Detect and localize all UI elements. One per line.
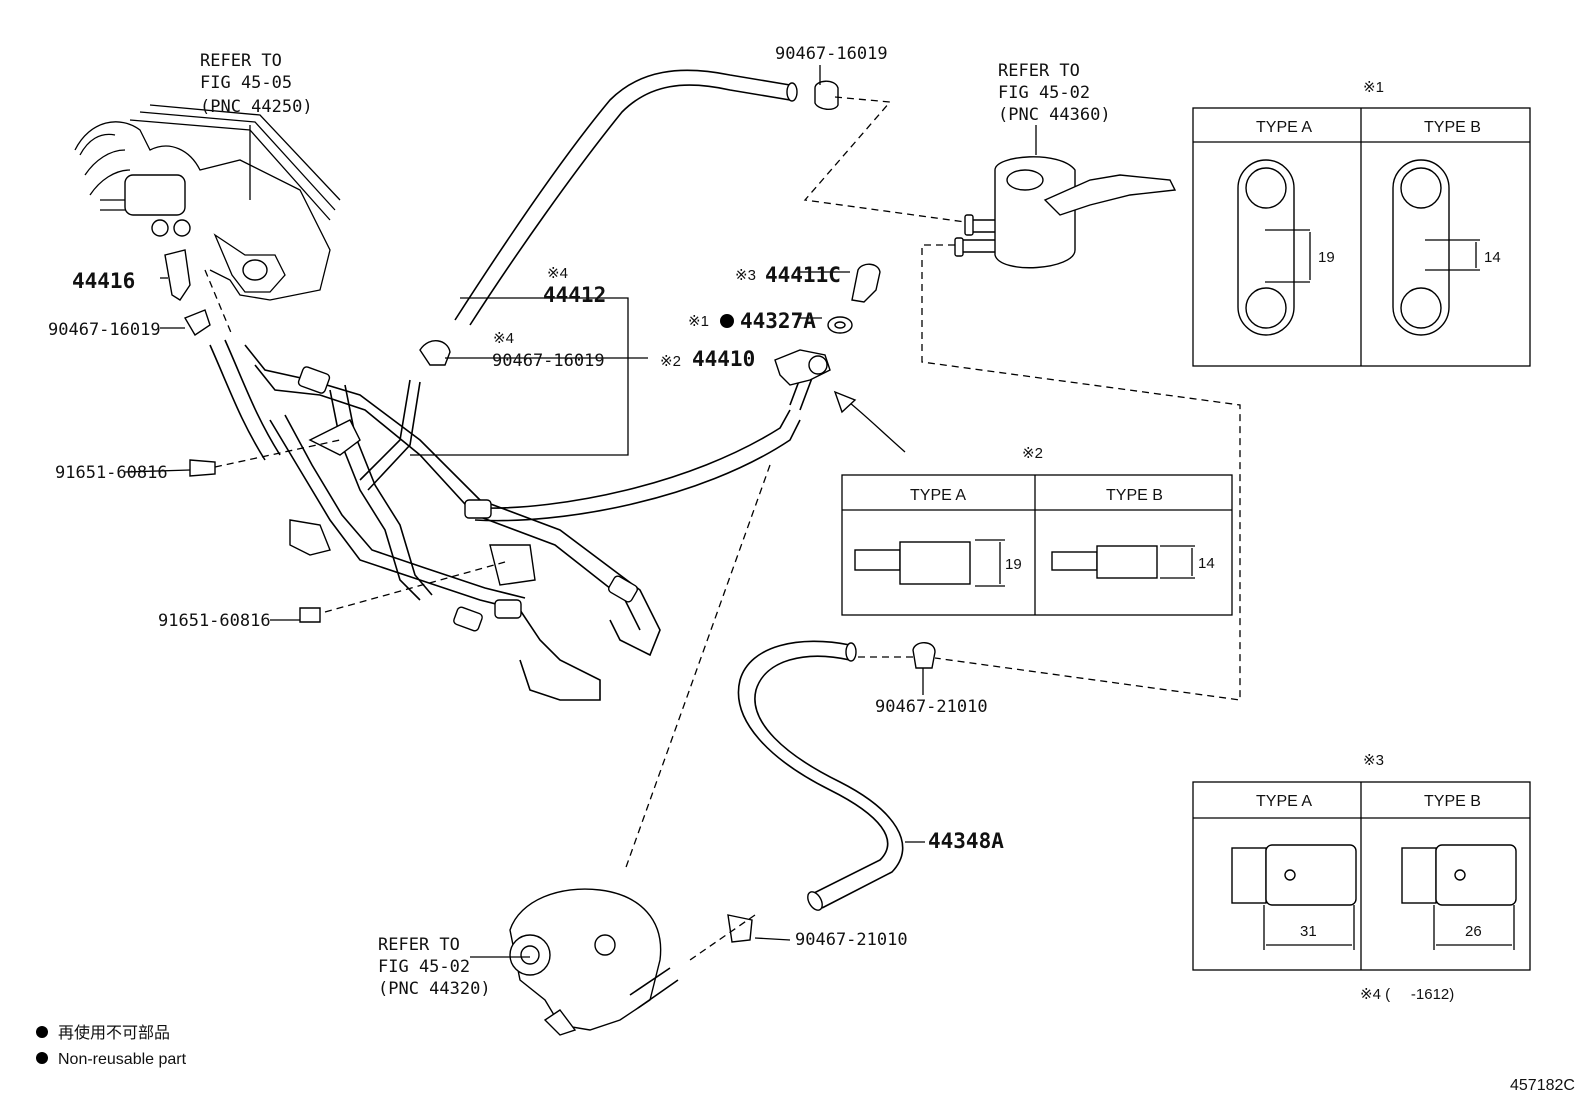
ref-gear-line2: FIG 45-05 (200, 73, 292, 93)
mark-4-a: ※4 (547, 265, 568, 282)
part-44327A[interactable]: 44327A (740, 309, 816, 333)
legend-jp: 再使用不可部品 (58, 1024, 170, 1042)
table1-dim-b: 14 (1484, 249, 1501, 266)
ref-reservoir-line2: FIG 45-02 (998, 83, 1090, 103)
mark-1: ※1 (688, 313, 709, 330)
table2-dim-a: 19 (1005, 556, 1022, 573)
mark-4-b: ※4 (493, 330, 514, 347)
table2-type-a: TYPE A (910, 487, 966, 504)
part-44412[interactable]: 44412 (543, 283, 606, 307)
part-90467-21010-a[interactable]: 90467-21010 (875, 697, 988, 717)
ref-gear-line3: (PNC 44250) (200, 97, 313, 117)
table3-type-b: TYPE B (1424, 793, 1481, 810)
part-91651-60816-a[interactable]: 91651-60816 (55, 463, 168, 483)
small-parts (164, 80, 936, 943)
table3-mark: ※3 (1363, 752, 1384, 769)
part-90467-21010-b[interactable]: 90467-21010 (795, 930, 908, 950)
table3-type-a: TYPE A (1256, 793, 1312, 810)
part-44416[interactable]: 44416 (72, 269, 135, 293)
pump-illustration (509, 888, 679, 1036)
table-1 (1192, 107, 1531, 367)
table1-type-a: TYPE A (1256, 119, 1312, 136)
part-44410[interactable]: 44410 (692, 347, 755, 371)
table2-dim-b: 14 (1198, 555, 1215, 572)
table-2 (841, 474, 1233, 616)
legend-bullet-jp-icon (36, 1026, 48, 1038)
part-44411C[interactable]: 44411C (765, 263, 841, 287)
part-44348A[interactable]: 44348A (928, 829, 1004, 853)
part-90467-16019-left[interactable]: 90467-16019 (48, 320, 161, 340)
steering-gear-illustration (74, 104, 341, 301)
table1-mark: ※1 (1363, 79, 1384, 96)
non-reusable-bullet-icon (720, 314, 734, 328)
table2-mark: ※2 (1022, 445, 1043, 462)
mark-3: ※3 (735, 267, 756, 284)
mark-2: ※2 (660, 353, 681, 370)
ref-reservoir-line1: REFER TO (998, 61, 1080, 81)
ref-pump-line2: FIG 45-02 (378, 957, 470, 977)
table2-type-b: TYPE B (1106, 487, 1163, 504)
ref-gear-line1: REFER TO (200, 51, 282, 71)
part-91651-60816-b[interactable]: 91651-60816 (158, 611, 271, 631)
table1-dim-a: 19 (1318, 249, 1335, 266)
pressure-pipe-assembly (209, 339, 831, 701)
ref-pump-line1: REFER TO (378, 935, 460, 955)
legend-en: Non-reusable part (58, 1051, 187, 1068)
table1-type-b: TYPE B (1424, 119, 1481, 136)
table-3 (1192, 781, 1531, 971)
part-90467-16019-top[interactable]: 90467-16019 (775, 44, 888, 64)
legend-bullet-en-icon (36, 1052, 48, 1064)
table3-dim-a: 31 (1300, 923, 1317, 940)
connector-lines (124, 65, 1241, 961)
figure-id: 457182C (1510, 1077, 1575, 1094)
ref-reservoir-line3: (PNC 44360) (998, 105, 1111, 125)
part-90467-16019-mid[interactable]: 90467-16019 (492, 351, 605, 371)
return-hose-44412 (454, 69, 798, 326)
ref-pump-line3: (PNC 44320) (378, 979, 491, 999)
table3-dim-b: 26 (1465, 923, 1482, 940)
reservoir-illustration (954, 156, 1177, 269)
note-4: ※4 ( -1612) (1360, 986, 1454, 1003)
suction-hose-44348A (737, 640, 904, 911)
